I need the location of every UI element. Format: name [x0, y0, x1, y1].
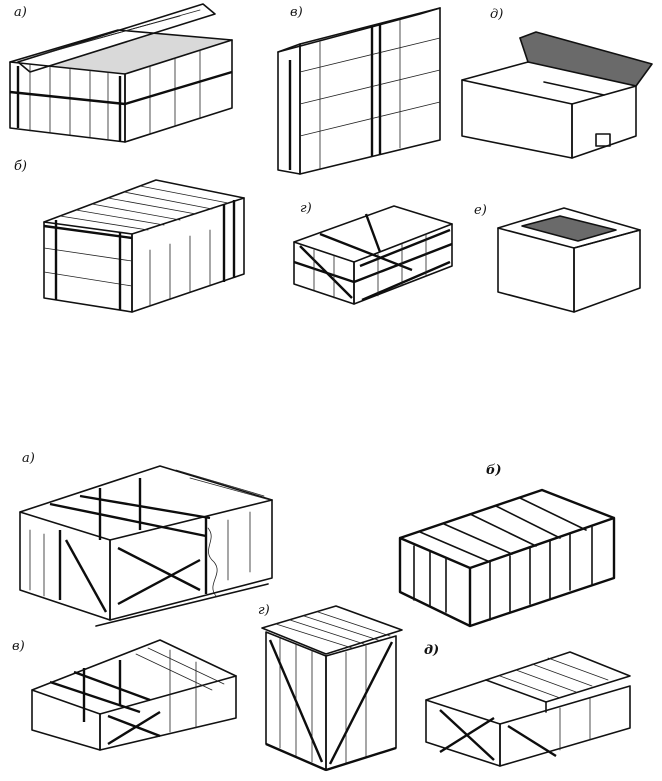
label-bottom-g: г) [258, 603, 270, 618]
box-bottom-d-raised-crate [425, 651, 631, 767]
box-b-closed-planks [43, 179, 245, 313]
box-d-cardboard [461, 31, 653, 159]
box-a-open-lid [9, 3, 233, 143]
label-top-b: б) [14, 159, 27, 174]
box-bottom-g-tall-crate [261, 605, 403, 772]
label-bottom-a: а) [22, 451, 35, 466]
label-bottom-b: б) [486, 463, 502, 478]
label-top-g: г) [300, 201, 312, 216]
box-g-slatted-crate [293, 205, 453, 305]
box-bottom-a-large-crate [19, 465, 273, 627]
label-bottom-d: д) [424, 643, 439, 658]
label-top-a: а) [14, 5, 27, 20]
label-bottom-v: в) [12, 639, 25, 654]
box-e-open-box [497, 207, 641, 313]
label-top-v: в) [290, 5, 303, 20]
box-v-flat-crate [277, 7, 441, 175]
box-bottom-b-skeleton-crate [398, 488, 616, 628]
box-bottom-v-braced-crate [31, 639, 237, 751]
label-top-e: е) [474, 203, 487, 218]
label-top-d: д) [490, 7, 503, 22]
